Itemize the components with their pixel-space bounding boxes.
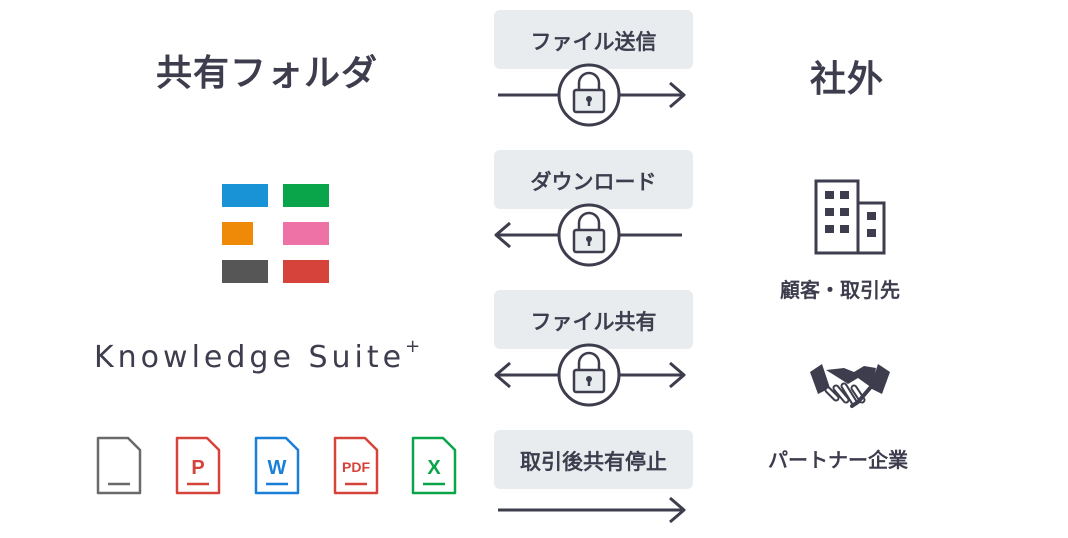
excel-file-icon: X: [411, 436, 457, 495]
brand-name: Knowledge Suite+: [94, 336, 420, 375]
send-arrow: [498, 63, 686, 127]
svg-text:PDF: PDF: [342, 459, 370, 475]
brand-superscript: +: [405, 336, 421, 357]
logo-block: [222, 260, 268, 283]
lock-icon: [557, 203, 621, 267]
blank-file-icon: [96, 436, 142, 495]
svg-text:P: P: [191, 457, 204, 479]
logo-block: [222, 222, 253, 245]
svg-text:X: X: [427, 457, 441, 479]
stop-sharing-pill: 取引後共有停止: [494, 430, 693, 489]
file-send-pill: ファイル送信: [494, 10, 693, 69]
share-arrow: [494, 343, 686, 407]
powerpoint-file-icon: P: [175, 436, 221, 495]
logo-block: [283, 260, 329, 283]
lock-icon: [557, 63, 621, 127]
logo-block: [222, 184, 268, 207]
download-arrow: [494, 203, 682, 267]
brand-name-text: Knowledge Suite: [94, 340, 406, 375]
external-title: 社外: [810, 59, 885, 100]
word-file-icon: W: [254, 436, 300, 495]
shared-folder-title: 共有フォルダ: [156, 53, 379, 94]
stop-sharing-label: 取引後共有停止: [520, 450, 667, 474]
building-icon: [814, 179, 886, 255]
lock-icon: [557, 343, 621, 407]
file-share-pill: ファイル共有: [494, 290, 693, 349]
svg-text:W: W: [268, 457, 287, 479]
handshake-icon: [810, 364, 890, 408]
stop-sharing-arrow: [498, 496, 686, 524]
download-pill: ダウンロード: [494, 150, 693, 209]
clients-label: 顧客・取引先: [780, 278, 900, 302]
download-label: ダウンロード: [530, 170, 657, 194]
logo-block: [283, 222, 329, 245]
file-share-label: ファイル共有: [530, 310, 657, 334]
logo-block: [283, 184, 329, 207]
partners-label: パートナー企業: [768, 448, 908, 472]
pdf-file-icon: PDF: [333, 436, 379, 495]
file-send-label: ファイル送信: [530, 30, 657, 54]
